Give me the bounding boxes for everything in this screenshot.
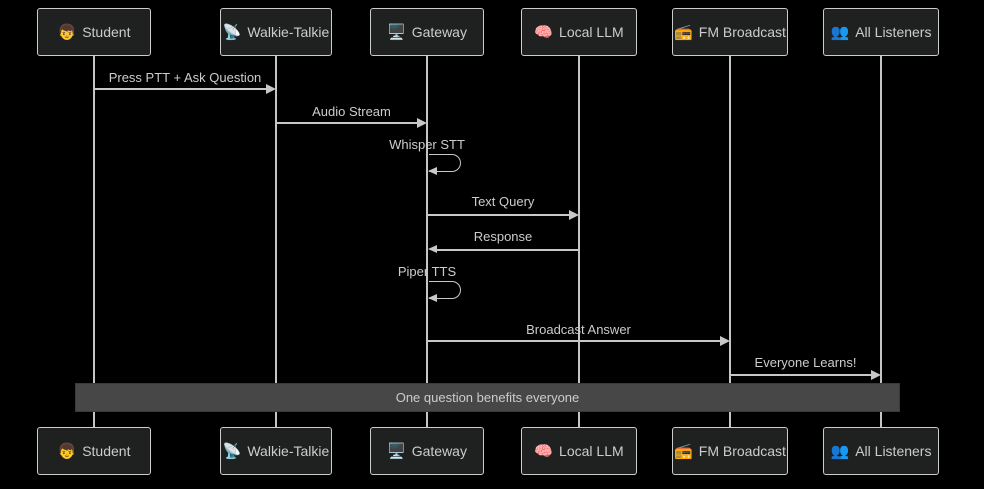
self-loop-whisper	[429, 154, 461, 172]
actor-all-listeners-top: 👥 All Listeners	[823, 8, 939, 56]
message-line	[276, 122, 418, 124]
message-label-whisper-stt: Whisper STT	[389, 137, 465, 152]
message-label-text-query: Text Query	[471, 194, 535, 209]
lifeline-local-llm	[578, 56, 580, 427]
actor-walkie-talkie-top: 📡 Walkie-Talkie	[220, 8, 332, 56]
message-line	[94, 88, 267, 90]
actor-label: FM Broadcast	[698, 443, 786, 459]
actor-label: All Listeners	[855, 443, 932, 459]
arrowhead-icon	[428, 167, 437, 175]
message-label-everyone-learns: Everyone Learns!	[754, 355, 857, 370]
actor-walkie-talkie-bottom: 📡 Walkie-Talkie	[220, 427, 332, 475]
desktop-computer-icon: 🖥️	[387, 442, 406, 460]
arrowhead-icon	[871, 370, 881, 380]
radio-icon: 📻	[674, 23, 693, 41]
lifeline-walkie-talkie	[275, 56, 277, 427]
arrowhead-icon	[720, 336, 730, 346]
brain-icon: 🧠	[534, 442, 554, 460]
actor-label: All Listeners	[855, 24, 932, 40]
note-text: One question benefits everyone	[395, 390, 580, 405]
actor-student-bottom: 👦 Student	[37, 427, 151, 475]
note-banner: One question benefits everyone	[75, 383, 900, 412]
message-label-response: Response	[473, 229, 533, 244]
message-line	[427, 214, 570, 216]
actor-label: Local LLM	[559, 443, 624, 459]
lifeline-student	[93, 56, 95, 427]
actor-label: Student	[82, 24, 131, 40]
student-icon: 👦	[57, 23, 77, 41]
actor-local-llm-top: 🧠 Local LLM	[521, 8, 637, 56]
message-label-broadcast-answer: Broadcast Answer	[526, 322, 631, 337]
message-line	[730, 374, 872, 376]
message-label-audio-stream: Audio Stream	[312, 104, 391, 119]
desktop-computer-icon: 🖥️	[387, 23, 406, 41]
lifeline-gateway	[426, 56, 428, 427]
lifeline-fm-broadcast	[729, 56, 731, 427]
message-label-piper-tts: Piper TTS	[397, 264, 457, 279]
arrowhead-icon	[569, 210, 579, 220]
brain-icon: 🧠	[534, 23, 554, 41]
actor-gateway-bottom: 🖥️ Gateway	[370, 427, 484, 475]
arrowhead-icon	[266, 84, 276, 94]
actor-label: FM Broadcast	[698, 24, 786, 40]
actor-local-llm-bottom: 🧠 Local LLM	[521, 427, 637, 475]
actor-label: Walkie-Talkie	[247, 443, 330, 459]
actor-fm-broadcast-bottom: 📻 FM Broadcast	[672, 427, 788, 475]
actor-label: Gateway	[411, 443, 467, 459]
arrowhead-icon	[417, 118, 427, 128]
actor-student-top: 👦 Student	[37, 8, 151, 56]
actor-gateway-top: 🖥️ Gateway	[370, 8, 484, 56]
message-line	[437, 249, 579, 251]
actor-label: Gateway	[411, 24, 467, 40]
lifeline-all-listeners	[880, 56, 882, 427]
satellite-antenna-icon: 📡	[222, 23, 242, 41]
self-loop-piper	[429, 281, 461, 299]
arrowhead-icon	[428, 294, 437, 302]
arrowhead-icon	[428, 245, 437, 253]
message-line	[427, 340, 721, 342]
actor-label: Walkie-Talkie	[247, 24, 330, 40]
message-label-press-ptt: Press PTT + Ask Question	[108, 70, 262, 85]
student-icon: 👦	[57, 442, 77, 460]
actor-label: Student	[82, 443, 131, 459]
radio-icon: 📻	[674, 442, 693, 460]
actor-fm-broadcast-top: 📻 FM Broadcast	[672, 8, 788, 56]
actor-label: Local LLM	[559, 24, 624, 40]
busts-icon: 👥	[830, 23, 850, 41]
satellite-antenna-icon: 📡	[222, 442, 242, 460]
busts-icon: 👥	[830, 442, 850, 460]
actor-all-listeners-bottom: 👥 All Listeners	[823, 427, 939, 475]
